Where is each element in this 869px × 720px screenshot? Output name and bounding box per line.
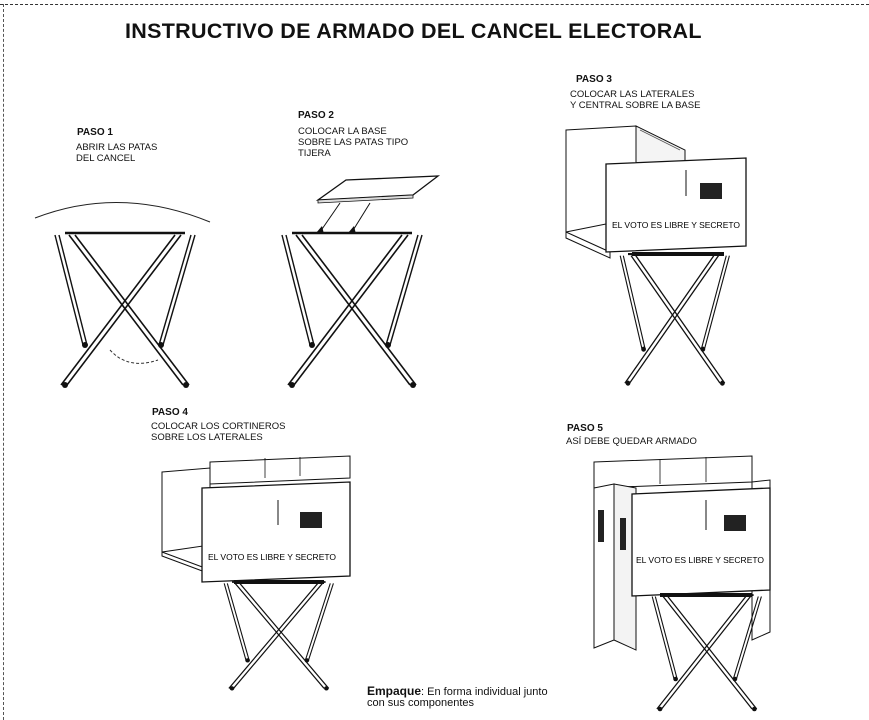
step-3-title: PASO 3 bbox=[576, 74, 612, 85]
step-5-illustration: EL VOTO ES LIBRE Y SECRETO bbox=[593, 455, 771, 713]
step-4-description: COLOCAR LOS CORTINEROS SOBRE LOS LATERAL… bbox=[151, 421, 285, 443]
step-5-title: PASO 5 bbox=[567, 423, 603, 434]
step-3-booth-text: EL VOTO ES LIBRE Y SECRETO bbox=[612, 220, 740, 230]
step-5-booth-text: EL VOTO ES LIBRE Y SECRETO bbox=[636, 555, 764, 565]
step-3-line-2: Y CENTRAL SOBRE LA BASE bbox=[570, 100, 701, 111]
step-4-line-2: SOBRE LOS LATERALES bbox=[151, 432, 263, 443]
page-border-left bbox=[3, 4, 4, 720]
step-1-line-1: ABRIR LAS PATAS bbox=[76, 142, 158, 153]
packaging-text-2: con sus componentes bbox=[367, 697, 475, 709]
step-2-description: COLOCAR LA BASE SOBRE LAS PATAS TIPO TIJ… bbox=[298, 126, 408, 159]
step-3-illustration: EL VOTO ES LIBRE Y SECRETO bbox=[565, 125, 747, 387]
step-4-illustration: EL VOTO ES LIBRE Y SECRETO bbox=[161, 455, 351, 692]
page-border-top bbox=[0, 4, 869, 5]
packaging-label: Empaque bbox=[367, 684, 422, 698]
step-4-title: PASO 4 bbox=[152, 407, 188, 418]
step-1-illustration bbox=[34, 202, 211, 390]
step-5-line-1: ASÍ DEBE QUEDAR ARMADO bbox=[566, 436, 697, 447]
step-2-line-3: TIJERA bbox=[298, 148, 331, 159]
step-1-title: PASO 1 bbox=[77, 127, 113, 138]
step-5-description: ASÍ DEBE QUEDAR ARMADO bbox=[566, 436, 697, 447]
step-2-illustration bbox=[280, 175, 441, 390]
packaging-note: Empaque: En forma individual junto con s… bbox=[367, 684, 548, 709]
step-3-description: COLOCAR LAS LATERALES Y CENTRAL SOBRE LA… bbox=[570, 89, 700, 111]
step-2-line-1: COLOCAR LA BASE bbox=[298, 126, 387, 137]
step-2-line-2: SOBRE LAS PATAS TIPO bbox=[298, 137, 409, 148]
document-title: INSTRUCTIVO DE ARMADO DEL CANCEL ELECTOR… bbox=[125, 19, 702, 43]
step-1-description: ABRIR LAS PATAS DEL CANCEL bbox=[76, 142, 157, 164]
packaging-text-1: : En forma individual junto bbox=[421, 686, 548, 698]
step-2-title: PASO 2 bbox=[298, 110, 334, 121]
step-3-line-1: COLOCAR LAS LATERALES bbox=[570, 89, 695, 100]
step-4-line-1: COLOCAR LOS CORTINEROS bbox=[151, 421, 286, 432]
step-4-booth-text: EL VOTO ES LIBRE Y SECRETO bbox=[208, 552, 336, 562]
step-1-line-2: DEL CANCEL bbox=[76, 153, 136, 164]
